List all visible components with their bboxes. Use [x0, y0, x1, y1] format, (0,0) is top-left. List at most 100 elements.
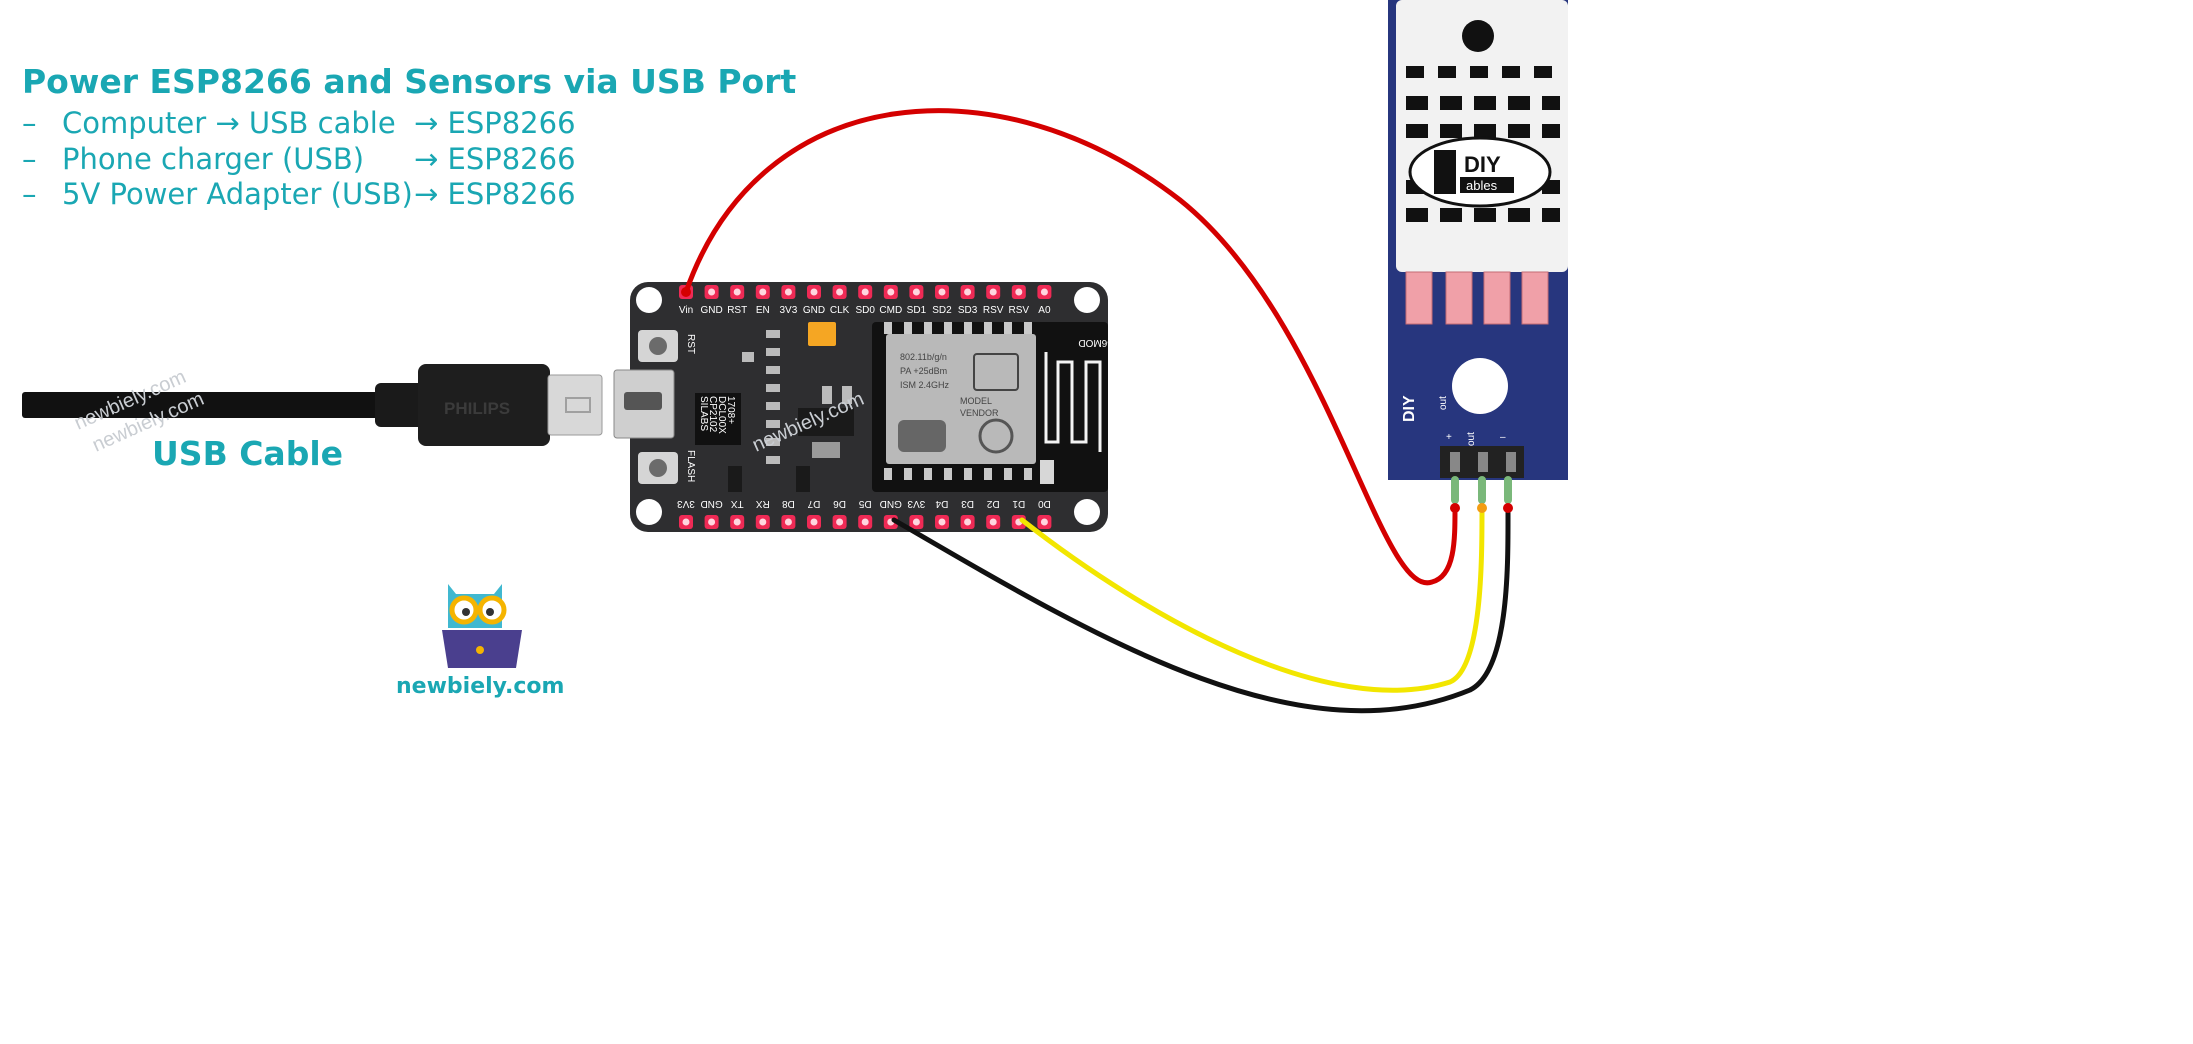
bottom-pin-label: D8: [782, 498, 795, 509]
bottom-pin-hole: [708, 518, 716, 526]
bottom-pin-hole: [810, 518, 818, 526]
flash-button-label: FLASH: [685, 450, 696, 482]
top-pin-hole: [989, 288, 997, 296]
bottom-pin-hole: [836, 518, 844, 526]
capacitor: [808, 322, 836, 346]
top-pin-hole: [938, 288, 946, 296]
bottom-pin-label: GND: [700, 498, 722, 509]
top-pin-label: A0: [1038, 305, 1051, 316]
top-pin-hole: [1015, 288, 1023, 296]
top-pin-label: SD1: [907, 305, 927, 316]
svg-text:1708+: 1708+: [725, 396, 736, 424]
wires: [681, 108, 1513, 714]
bottom-pin-label: D7: [807, 498, 820, 509]
svg-text:–: –: [1500, 432, 1506, 443]
usb-plug-housing: [418, 364, 550, 446]
svg-text:DCL00X: DCL00X: [716, 396, 727, 434]
bottom-pin-label: D6: [833, 498, 846, 509]
bottom-pin-label: 3V3: [677, 498, 695, 509]
svg-text:PA +25dBm: PA +25dBm: [900, 366, 947, 376]
top-pin-label: RSV: [1009, 305, 1030, 316]
bottom-pin-label: D2: [986, 498, 999, 509]
top-pin-label: 3V3: [780, 305, 798, 316]
top-pin-hole: [708, 288, 716, 296]
top-pin-label: Vin: [679, 305, 693, 316]
svg-text:DIY: DIY: [1401, 395, 1418, 422]
bottom-pin-hole: [964, 518, 972, 526]
top-pin-label: SD2: [932, 305, 952, 316]
power-option: –5V Power Adapter (USB)→ ESP8266: [22, 177, 576, 211]
bottom-pin-hole: [759, 518, 767, 526]
wiring-diagram: PHILIPS RST FLASH SILABS CP2102 DCL: [22, 0, 1568, 714]
top-pin-hole: [912, 288, 920, 296]
top-pin-hole: [964, 288, 972, 296]
svg-text:DIY: DIY: [1464, 152, 1501, 177]
top-pin-hole: [810, 288, 818, 296]
top-pin-label: SD0: [855, 305, 875, 316]
bottom-pin-hole: [1040, 518, 1048, 526]
micro-usb-tip: [547, 374, 603, 436]
gnd-wire: [891, 505, 1511, 714]
bottom-pin-label: 3V3: [907, 498, 925, 509]
svg-text:CP2102: CP2102: [707, 396, 718, 433]
dht22-sensor-module: DIY ables DIY out + out –: [1388, 0, 1568, 480]
top-pin-hole: [759, 288, 767, 296]
diagram-canvas: PHILIPS RST FLASH SILABS CP2102 DCL: [22, 0, 1568, 714]
power-option: –Computer → USB cable→ ESP8266: [22, 106, 576, 140]
top-pin-label: CLK: [830, 305, 850, 316]
svg-text:VENDOR: VENDOR: [960, 408, 999, 418]
top-pin-hole: [861, 288, 869, 296]
top-pin-hole: [836, 288, 844, 296]
bottom-pin-hole: [861, 518, 869, 526]
top-pin-hole: [784, 288, 792, 296]
bottom-pin-label: TX: [730, 498, 743, 509]
bottom-pin-label: D0: [1038, 498, 1051, 509]
top-pin-label: EN: [756, 305, 770, 316]
top-pin-label: RST: [727, 305, 747, 316]
svg-text:MODEL: MODEL: [960, 396, 992, 406]
top-pin-hole: [887, 288, 895, 296]
wifi-logo: [898, 420, 946, 452]
bottom-pin-label: D4: [935, 498, 948, 509]
esp8266-board: RST FLASH SILABS CP2102 DCL00X 1708+: [613, 282, 1144, 532]
svg-text:ables: ables: [1466, 178, 1498, 193]
top-pin-label: GND: [700, 305, 722, 316]
brand-name: newbiely.com: [396, 674, 565, 699]
svg-text:ISM 2.4GHz: ISM 2.4GHz: [900, 380, 950, 390]
signal-wire-d1: [1019, 505, 1485, 693]
antenna-trace: [1044, 352, 1102, 452]
bottom-pin-label: RX: [756, 498, 770, 509]
cable-body: [22, 392, 382, 418]
bottom-pin-hole: [938, 518, 946, 526]
top-pin-label: CMD: [879, 305, 902, 316]
svg-text:802.11b/g/n: 802.11b/g/n: [900, 352, 947, 362]
bottom-pin-header: 3V3 GND TX RX D8 D7 D6 D5 GND 3V3 D4 D3 D2 D1 D0: [677, 498, 1052, 529]
bottom-pin-label: D3: [961, 498, 974, 509]
bottom-pin-hole: [784, 518, 792, 526]
svg-text:ESP8266MOD: ESP8266MOD: [1078, 337, 1144, 348]
top-pin-hole: [733, 288, 741, 296]
mounting-hole: [1452, 358, 1508, 414]
bottom-pin-label: GND: [880, 498, 902, 509]
bottom-pin-label: D1: [1012, 498, 1025, 509]
cp2102-chip: [695, 393, 741, 445]
philips-logo: PHILIPS: [444, 399, 510, 418]
top-pin-hole: [1040, 288, 1048, 296]
usb-cable-label: USB Cable: [152, 434, 344, 473]
bottom-pin-hole: [733, 518, 741, 526]
svg-text:out: out: [1466, 432, 1477, 446]
vin-wire: [683, 108, 1458, 586]
svg-text:+: +: [1446, 432, 1452, 443]
rst-button-label: RST: [685, 334, 696, 354]
globe-icon: [978, 418, 1014, 454]
usb-cable: PHILIPS: [22, 364, 603, 446]
top-pin-label: GND: [803, 305, 825, 316]
svg-text:SILABS: SILABS: [698, 396, 709, 431]
bottom-pin-label: D5: [858, 498, 871, 509]
page-title: Power ESP8266 and Sensors via USB Port: [22, 62, 797, 101]
power-option: –Phone charger (USB)→ ESP8266: [22, 142, 576, 176]
owl-mascot-logo: [442, 584, 522, 668]
bottom-pin-hole: [912, 518, 920, 526]
bottom-pin-hole: [682, 518, 690, 526]
